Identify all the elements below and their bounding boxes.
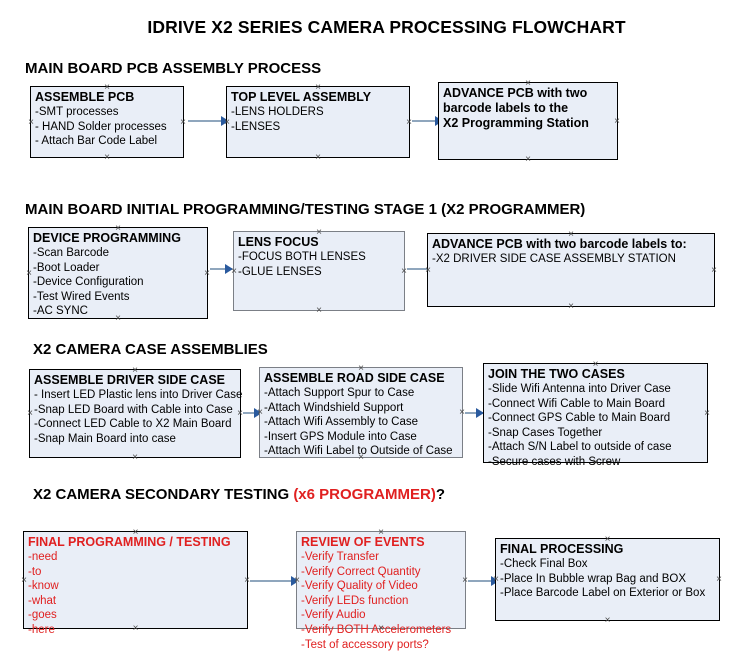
box-line: -know xyxy=(28,580,59,593)
handle-right[interactable] xyxy=(710,266,719,275)
box-title: ASSEMBLE ROAD SIDE CASE xyxy=(264,371,445,385)
section-heading-main-board-pcb-assembly: MAIN BOARD PCB ASSEMBLY PROCESS xyxy=(25,60,322,77)
box-title: REVIEW OF EVENTS xyxy=(301,535,425,549)
box-line: -what xyxy=(28,594,57,607)
box-line: -Attach Support Spur to Case xyxy=(264,387,415,399)
box-line: -Connect Wifi Cable to Main Board xyxy=(488,397,666,410)
box-line: barcode labels to the xyxy=(443,101,569,115)
connector-device-programming-to-lens-focus xyxy=(210,264,233,274)
handle-left[interactable] xyxy=(424,266,433,275)
box-line: -SMT processes xyxy=(35,106,119,118)
box-line: -Test Wired Events xyxy=(33,290,130,303)
box-line: -Snap LED Board with Cable into Case xyxy=(34,403,233,416)
section-heading-red-note: (x6 PROGRAMMER) xyxy=(293,486,436,503)
box-line: -FOCUS BOTH LENSES xyxy=(238,251,366,263)
box-line-overflow: -Test of accessory ports? xyxy=(301,638,429,651)
box-line: -Snap Cases Together xyxy=(488,426,603,439)
section-heading-tail: ? xyxy=(435,486,445,503)
box-line: -Place In Bubble wrap Bag and BOX xyxy=(500,572,687,585)
box-line: -GLUE LENSES xyxy=(238,265,322,278)
box-line: - Insert LED Plastic lens into Driver Ca… xyxy=(34,389,243,401)
handle-bottom[interactable] xyxy=(524,155,533,164)
box-join-the-two-cases[interactable]: JOIN THE TWO CASES -Slide Wifi Antenna i… xyxy=(483,363,708,468)
handle-bottom[interactable] xyxy=(567,302,576,311)
box-advance-pcb-to-x2-programming-station[interactable]: ADVANCE PCB with two barcode labels to t… xyxy=(438,82,618,160)
box-line: -LENSES xyxy=(231,120,281,133)
page-title: IDRIVE X2 SERIES CAMERA PROCESSING FLOWC… xyxy=(147,17,626,37)
box-title: ASSEMBLE PCB xyxy=(35,90,135,104)
box-line: - Attach Bar Code Label xyxy=(35,135,158,148)
box-line: -Boot Loader xyxy=(33,261,100,274)
box-title: JOIN THE TWO CASES xyxy=(488,367,625,381)
box-line: -Scan Barcode xyxy=(33,247,110,259)
box-line: -Connect GPS Cable to Main Board xyxy=(488,412,671,425)
box-line: -need xyxy=(28,551,58,563)
box-line: -Place Barcode Label on Exterior or Box xyxy=(500,587,706,600)
box-top-level-assembly[interactable]: TOP LEVEL ASSEMBLY -LENS HOLDERS -LENSES xyxy=(226,86,410,158)
handle-bottom[interactable] xyxy=(131,453,140,462)
box-assemble-driver-side-case[interactable]: ASSEMBLE DRIVER SIDE CASE - Insert LED P… xyxy=(29,369,243,458)
box-advance-pcb-to-driver-side-case[interactable]: ADVANCE PCB with two barcode labels to: … xyxy=(427,233,715,307)
box-line: -Check Final Box xyxy=(500,558,588,570)
box-line: -Attach S/N Label to outside of case xyxy=(488,441,672,454)
box-line: -Slide Wifi Antenna into Driver Case xyxy=(488,383,671,395)
box-line: -X2 DRIVER SIDE CASE ASSEMBLY STATION xyxy=(432,253,676,265)
box-line: -LENS HOLDERS xyxy=(231,106,324,118)
box-line: -Verify BOTH Accelerometers xyxy=(301,623,452,636)
box-device-programming[interactable]: DEVICE PROGRAMMING -Scan Barcode -Boot L… xyxy=(28,227,208,319)
section-heading-text: X2 CAMERA SECONDARY TESTING xyxy=(33,486,294,503)
handle-bottom[interactable] xyxy=(103,153,112,162)
box-title: FINAL PROGRAMMING / TESTING xyxy=(28,535,231,549)
box-line: -Attach Windshield Support xyxy=(264,401,404,414)
section-heading-main-board-initial-programming: MAIN BOARD INITIAL PROGRAMMING/TESTING S… xyxy=(25,201,586,218)
connector-road-side-to-join-cases xyxy=(465,408,484,418)
section-heading-x2-camera-secondary-testing: X2 CAMERA SECONDARY TESTING (x6 PROGRAMM… xyxy=(33,486,445,503)
box-title: TOP LEVEL ASSEMBLY xyxy=(231,90,372,104)
box-line: -Verify Quality of Video xyxy=(301,580,418,593)
handle-bottom[interactable] xyxy=(314,153,323,162)
box-title: ASSEMBLE DRIVER SIDE CASE xyxy=(34,373,226,387)
box-line: -Connect LED Cable to X2 Main Board xyxy=(34,418,232,431)
box-line: -Attach Wifi Assembly to Case xyxy=(264,416,419,429)
box-title: LENS FOCUS xyxy=(238,235,319,249)
box-line: -Secure cases with Screw xyxy=(488,455,621,468)
box-title: ADVANCE PCB with two xyxy=(443,86,588,100)
box-line: -Attach Wifi Label to Outside of Case xyxy=(264,445,453,458)
box-line: -goes xyxy=(28,609,57,622)
box-line: -Verify Correct Quantity xyxy=(301,565,421,578)
connector-driver-side-to-road-side xyxy=(243,408,262,418)
box-line: -Insert GPS Module into Case xyxy=(264,430,417,443)
box-line: -Device Configuration xyxy=(33,276,144,289)
box-lens-focus[interactable]: LENS FOCUS -FOCUS BOTH LENSES -GLUE LENS… xyxy=(233,231,405,311)
box-final-programming-testing[interactable]: FINAL PROGRAMMING / TESTING -need -to -k… xyxy=(23,531,248,636)
box-line: -here xyxy=(28,623,55,636)
box-line: -Verify Transfer xyxy=(301,551,379,563)
connector-assemble-pcb-to-top-level-assembly xyxy=(188,116,229,126)
box-title: ADVANCE PCB with two barcode labels to: xyxy=(432,237,687,251)
box-line: -Snap Main Board into case xyxy=(34,432,176,445)
box-final-processing[interactable]: FINAL PROCESSING -Check Final Box -Place… xyxy=(495,538,720,621)
box-assemble-road-side-case[interactable]: ASSEMBLE ROAD SIDE CASE -Attach Support … xyxy=(259,367,463,458)
box-line: -Verify Audio xyxy=(301,609,366,622)
box-title: FINAL PROCESSING xyxy=(500,542,624,556)
box-assemble-pcb[interactable]: ASSEMBLE PCB -SMT processes - HAND Solde… xyxy=(30,86,184,158)
box-line: -AC SYNC xyxy=(33,305,88,318)
box-line: X2 Programming Station xyxy=(443,116,589,130)
box-title: DEVICE PROGRAMMING xyxy=(33,231,181,245)
box-line: -Verify LEDs function xyxy=(301,594,409,607)
connector-review-of-events-to-final-processing xyxy=(468,576,499,586)
handle-bottom[interactable] xyxy=(603,616,612,625)
box-line: -to xyxy=(28,565,42,578)
box-review-of-events[interactable]: REVIEW OF EVENTS -Verify Transfer -Verif… xyxy=(296,531,466,651)
handle-bottom[interactable] xyxy=(315,306,324,315)
section-heading-x2-camera-case-assemblies: X2 CAMERA CASE ASSEMBLIES xyxy=(33,341,268,358)
connector-final-programming-to-review-of-events xyxy=(250,576,299,586)
box-line: - HAND Solder processes xyxy=(35,120,167,133)
